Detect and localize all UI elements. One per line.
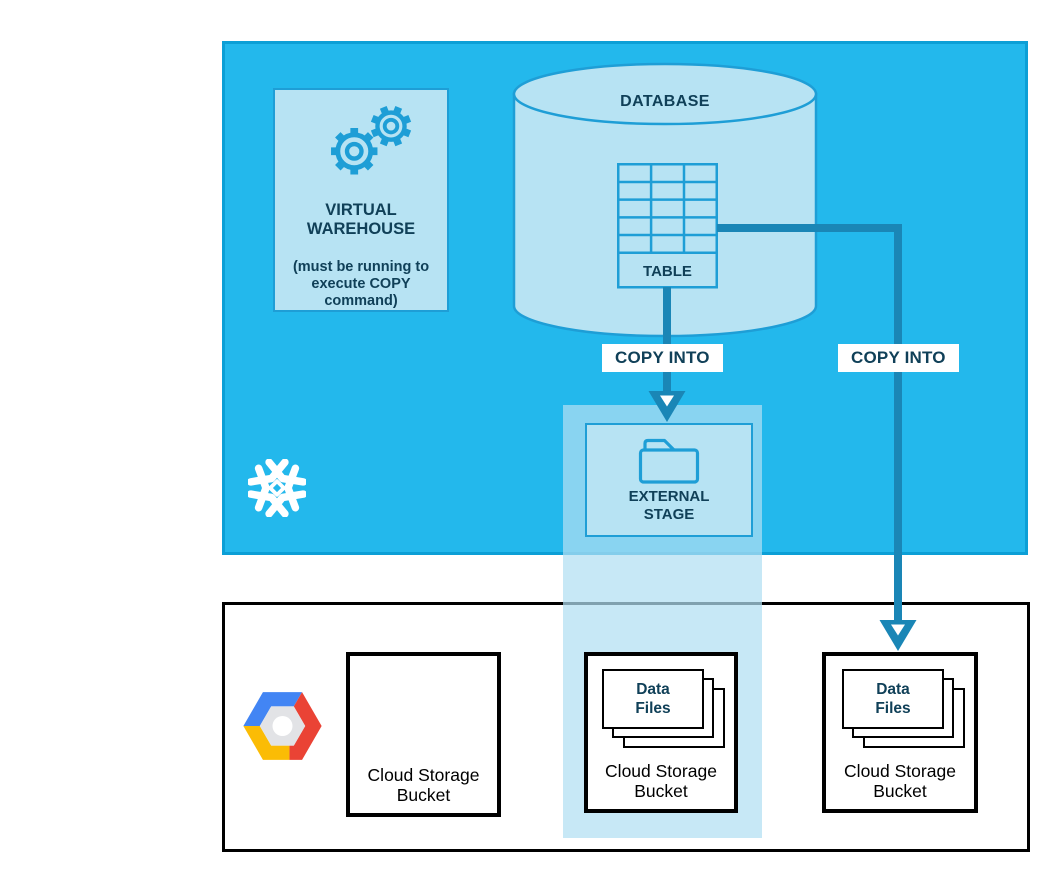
folder-icon xyxy=(638,438,700,484)
external-stage-label: EXTERNAL STAGE xyxy=(628,488,710,523)
bucket-1-label: Cloud Storage Bucket xyxy=(367,764,480,806)
cloud-storage-bucket-2: Data Files Cloud Storage Bucket xyxy=(584,652,738,813)
external-stage-box: EXTERNAL STAGE xyxy=(585,423,753,537)
cloud-storage-bucket-3: Data Files Cloud Storage Bucket xyxy=(822,652,978,813)
data-files-label: Data Files xyxy=(875,680,911,717)
data-files-label: Data Files xyxy=(635,680,671,717)
copy-into-bucket-arrowhead xyxy=(879,620,917,657)
snowflake-logo-icon xyxy=(246,458,308,518)
copy-into-bucket-arrow-horizontal xyxy=(717,224,902,232)
data-files-stack-icon: Data Files xyxy=(842,669,966,751)
copy-into-label-right: COPY INTO xyxy=(838,344,959,372)
table-grid-icon: TABLE xyxy=(617,163,718,289)
gcp-logo-icon xyxy=(239,686,326,766)
gears-icon xyxy=(330,105,411,175)
bucket-2-label: Cloud Storage Bucket xyxy=(605,760,717,802)
data-file-page-front: Data Files xyxy=(842,669,944,729)
virtual-warehouse-title: VIRTUAL WAREHOUSE xyxy=(306,200,416,238)
virtual-warehouse-box: VIRTUAL WAREHOUSE (must be running to ex… xyxy=(273,88,449,312)
copy-into-stage-arrow-shaft xyxy=(663,287,671,392)
data-files-stack-icon: Data Files xyxy=(602,669,726,751)
copy-into-label-left: COPY INTO xyxy=(602,344,723,372)
cloud-storage-bucket-1: Cloud Storage Bucket xyxy=(346,652,501,817)
data-file-page-front: Data Files xyxy=(602,669,704,729)
bucket-3-label: Cloud Storage Bucket xyxy=(844,760,956,802)
table-label: TABLE xyxy=(643,263,692,280)
copy-into-stage-arrowhead xyxy=(648,391,686,428)
copy-into-bucket-arrow-vertical xyxy=(894,224,902,621)
virtual-warehouse-note: (must be running to execute COPY command… xyxy=(292,258,430,309)
database-label: DATABASE xyxy=(620,93,710,110)
